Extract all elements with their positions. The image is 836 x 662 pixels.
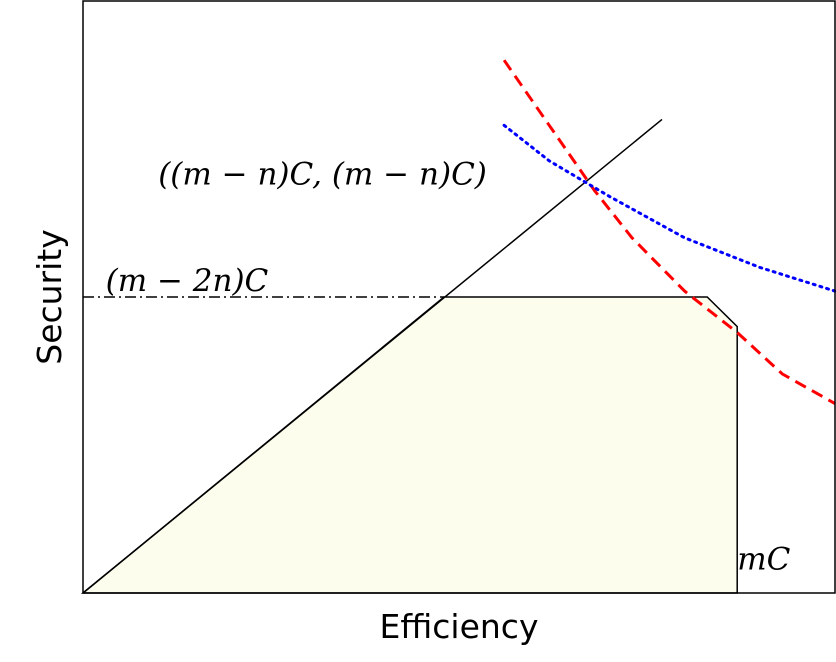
feasible-region-area <box>80 296 738 594</box>
annotation-layer: ((m − n)C, (m − n)C) (m − 2n)C mC <box>106 157 791 578</box>
series-line-solid <box>82 118 663 594</box>
series-layer <box>82 59 836 594</box>
annotation-label: ((m − n)C, (m − n)C) <box>158 157 487 193</box>
series-line-dashed <box>502 59 836 405</box>
x-axis-label: Efficiency <box>380 607 539 646</box>
y-axis-label: Security <box>30 229 69 365</box>
series-line-dotted <box>502 123 836 293</box>
plot-frame <box>82 0 836 594</box>
annotation-label: (m − 2n)C <box>106 263 269 299</box>
annotation-label: mC <box>737 541 790 577</box>
